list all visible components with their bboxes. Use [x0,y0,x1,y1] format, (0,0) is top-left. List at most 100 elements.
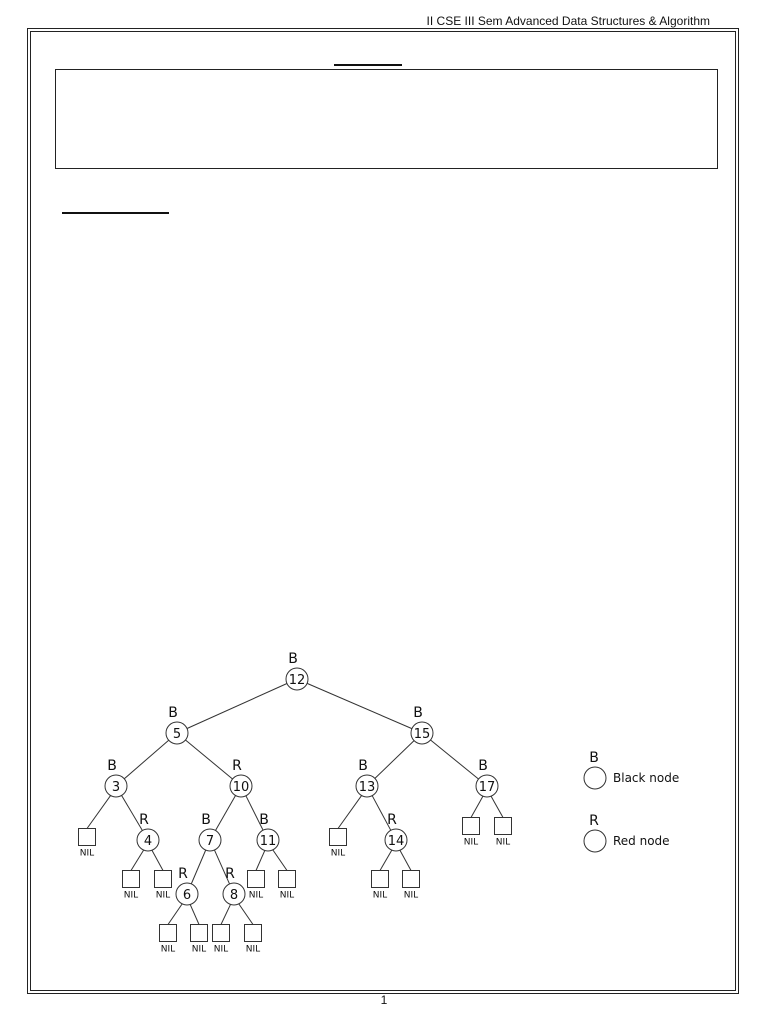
node-value: 15 [414,727,431,742]
tree-edge [255,850,266,871]
tree-edge [130,849,145,871]
nil-label: NIL [496,838,510,848]
tree-edge [123,739,170,780]
node-value: 13 [359,780,376,795]
node-circle [285,667,309,691]
node-color-label: B [201,812,211,828]
node-value: 8 [230,888,238,903]
tree-edge [238,903,254,925]
legend-circle [583,766,607,790]
page-number: 1 [380,993,388,1007]
node-circle [384,828,408,852]
nil-leaf-box [154,870,172,888]
node-color-label: R [139,812,149,828]
tree-edge [245,795,264,831]
tree-edge [272,849,288,871]
tree-edge [185,739,233,780]
tree-edge [215,795,236,831]
tree-node-8: R8 [222,866,246,906]
legend-letter: B [589,750,599,766]
nil-leaf-box [159,924,177,942]
node-circle [410,721,434,745]
nil-leaf-box [494,817,512,835]
node-color-label: B [168,705,178,721]
tree-node-7: B7 [198,812,222,852]
node-color-label: R [387,812,397,828]
tree-node-4: R4 [136,812,160,852]
tree-node-5: B5 [165,705,189,745]
node-value: 4 [144,834,152,849]
node-circle [355,774,379,798]
tree-edge [190,849,207,885]
node-value: 7 [206,834,214,849]
tree-edge [470,795,484,818]
tree-edge [306,682,413,730]
node-value: 6 [183,888,191,903]
nil-label: NIL [331,849,345,859]
node-color-label: R [232,758,242,774]
nil-label: NIL [404,891,418,901]
legend-label: Red node [613,834,670,848]
tree-edge [430,739,479,780]
legend-item-black: B Black node [583,750,679,790]
nil-leaf-box [212,924,230,942]
tree-node-12: B12 [285,651,309,691]
node-value: 12 [289,673,306,688]
node-value: 3 [112,780,120,795]
nil-leaf-box [462,817,480,835]
tree-node-17: B17 [475,758,499,798]
nil-label: NIL [80,849,94,859]
tree-edge [490,795,504,818]
nil-leaf-box [329,828,347,846]
node-color-label: R [225,866,235,882]
legend-label: Black node [613,771,679,785]
node-circle [475,774,499,798]
legend-item-red: R Red node [583,813,670,853]
nil-label: NIL [373,891,387,901]
node-circle [165,721,189,745]
tree-edge [189,904,200,925]
tree-node-10: R 10 [229,758,253,798]
legend-circle [583,829,607,853]
tree-edge [379,849,393,871]
nil-leaf-box [244,924,262,942]
nil-label: NIL [249,891,263,901]
tree-edges [86,682,504,925]
tree-edge [151,850,164,871]
tree-node-15: B 15 [410,705,434,745]
nil-label: NIL [161,945,175,955]
node-color-label: B [478,758,488,774]
node-circle [256,828,280,852]
tree-node-13: B 13 [355,758,379,798]
tree-edge [167,903,183,925]
node-color-label: B [107,758,117,774]
nil-leaf-box [371,870,389,888]
tree-edge [86,795,111,829]
node-color-label: B [259,812,269,828]
node-color-label: B [358,758,368,774]
tree-node-14: R14 [384,812,408,852]
node-circle [198,828,222,852]
nil-leaf-box [402,870,420,888]
nil-label: NIL [124,891,138,901]
nil-leaf-box [122,870,140,888]
tree-edge [337,795,362,829]
node-value: 10 [233,780,250,795]
tree-edge [371,795,392,831]
nil-label: NIL [192,945,206,955]
tree-edge [399,850,412,871]
tree-edge [186,683,288,729]
node-color-label: R [178,866,188,882]
nil-label: NIL [156,891,170,901]
node-value: 11 [260,834,277,849]
page-header: II CSE III Sem Advanced Data Structures … [426,14,710,28]
node-circle [222,882,246,906]
node-color-label: B [413,705,423,721]
legend-letter: R [589,813,599,829]
nil-leaf-box [278,870,296,888]
nil-leaf-box [190,924,208,942]
tree-edge [121,795,143,831]
